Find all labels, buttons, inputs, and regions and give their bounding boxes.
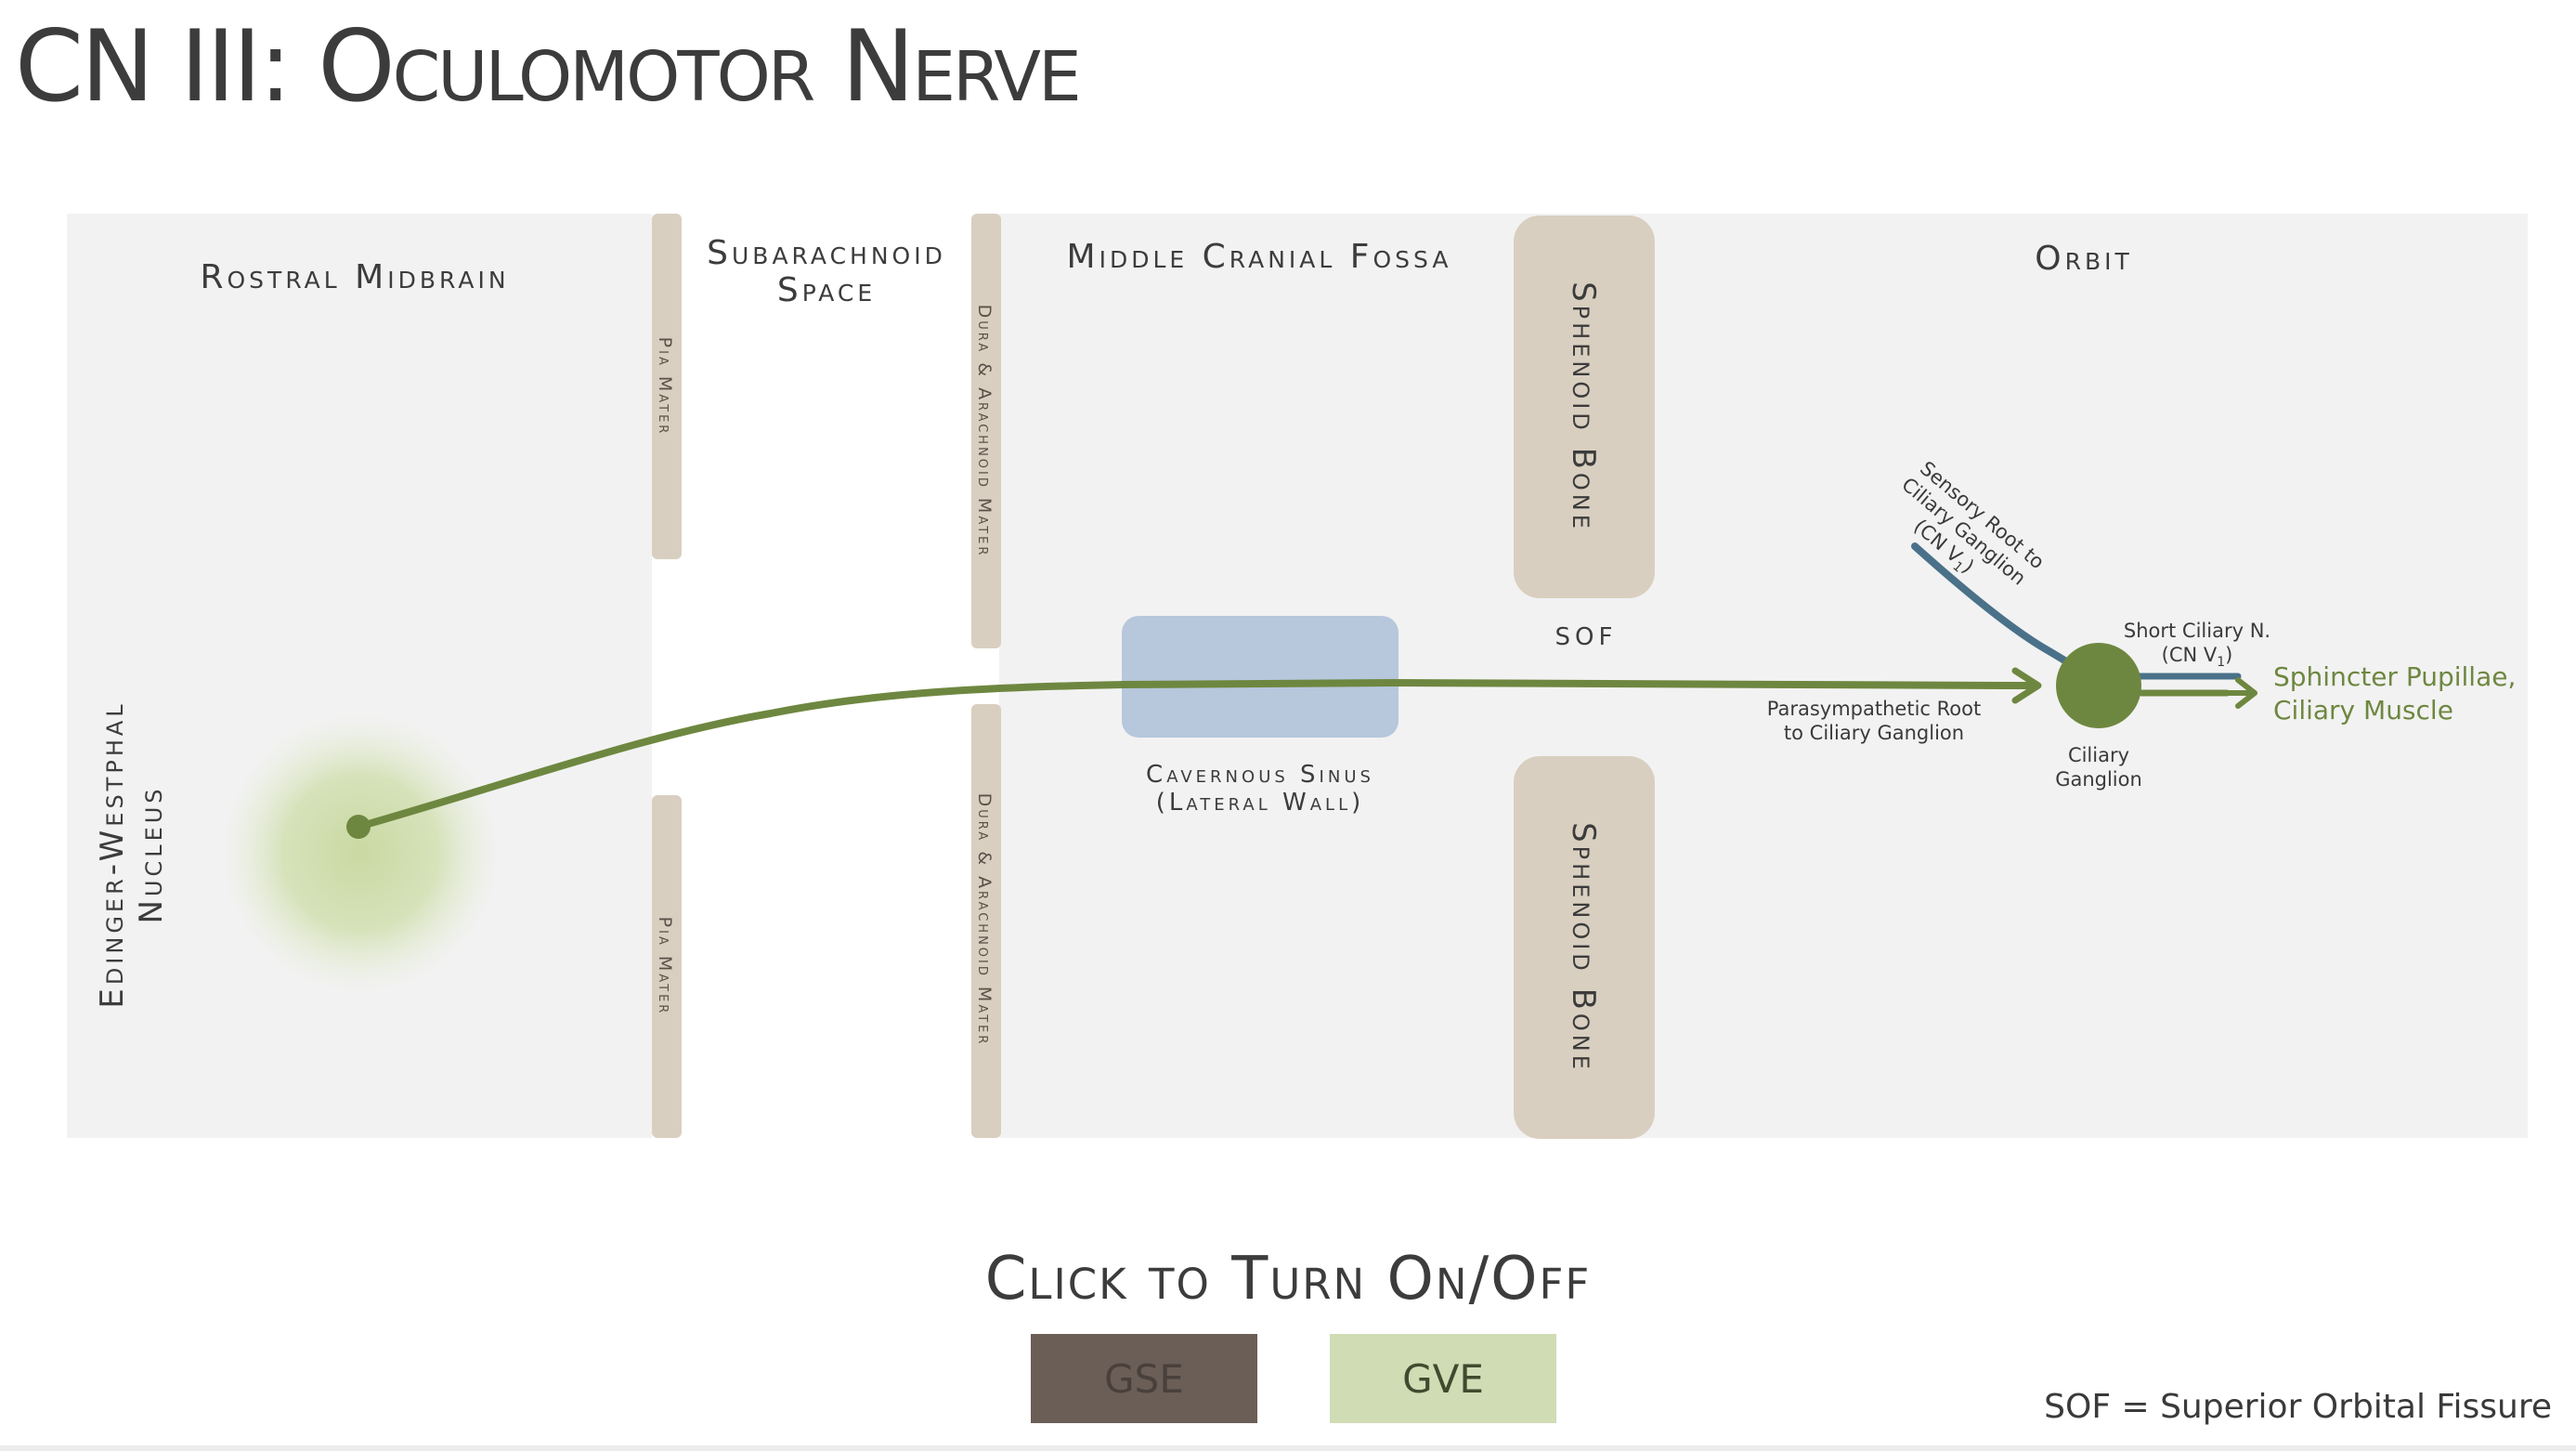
- cavernous-sinus-label-line2: (Lateral Wall): [1156, 789, 1365, 817]
- gve-preganglionic-fiber[interactable]: [355, 678, 2019, 830]
- heading-middle-cranial-fossa: Middle Cranial Fossa: [1067, 238, 1452, 276]
- parasympathetic-root-label-line1: Parasympathetic Root: [1767, 698, 1981, 720]
- heading-subarachnoid-line1: Subarachnoid: [707, 234, 946, 272]
- target-label-line2: Ciliary Muscle: [2273, 695, 2453, 726]
- short-ciliary-label-line2: (CN V1): [2162, 644, 2233, 670]
- sphenoid-bone-upper-label: Sphenoid Bone: [1565, 281, 1602, 532]
- sphenoid-bone-upper: [1514, 216, 1655, 598]
- heading-subarachnoid-line2: Space: [777, 271, 876, 309]
- short-ciliary-label-line1: Short Ciliary N.: [2124, 620, 2270, 642]
- cavernous-sinus: [1122, 616, 1399, 738]
- nucleus-origin-dot: [346, 815, 371, 839]
- pia-mater-lower: [652, 795, 682, 1138]
- pia-mater-lower-label: Pia Mater: [655, 917, 675, 1016]
- gve-synapse-fork: [2011, 667, 2042, 704]
- dura-arachnoid-upper-label: Dura & Arachnoid Mater: [974, 305, 995, 558]
- heading-rostral-midbrain: Rostral Midbrain: [200, 258, 509, 296]
- heading-orbit: Orbit: [2035, 240, 2133, 278]
- ciliary-ganglion-label-line2: Ganglion: [2055, 768, 2142, 791]
- parasympathetic-root-label-line2: to Ciliary Ganglion: [1784, 722, 1964, 744]
- sof-footnote: SOF = Superior Orbital Fissure: [2044, 1388, 2552, 1426]
- dura-arachnoid-lower-label: Dura & Arachnoid Mater: [974, 793, 995, 1047]
- gse-toggle-button[interactable]: GSE: [1031, 1334, 1257, 1423]
- sphenoid-bone-lower-label: Sphenoid Bone: [1565, 822, 1602, 1073]
- ciliary-ganglion[interactable]: [2056, 643, 2141, 728]
- rostral-midbrain-region: [67, 214, 652, 1138]
- pia-mater-upper: [652, 214, 682, 559]
- dura-arachnoid-upper: [971, 214, 1001, 648]
- pia-mater-upper-label: Pia Mater: [655, 337, 675, 437]
- edinger-westphal-nucleus-glow: [221, 713, 500, 992]
- nerve-pathway-diagram: Rostral Midbrain Subarachnoid Space Midd…: [67, 214, 2528, 1139]
- ciliary-ganglion-label-line1: Ciliary: [2068, 744, 2129, 766]
- footer-divider: [0, 1445, 2576, 1451]
- sphenoid-bone-lower: [1514, 756, 1655, 1139]
- nucleus-label-line1: Edinger-Westphal: [94, 700, 131, 1008]
- gve-effector-fork: [2224, 677, 2257, 709]
- page-title: CN III: Oculomotor Nerve: [15, 9, 1082, 124]
- toggle-instructions: Click to Turn On/Off: [984, 1245, 1592, 1314]
- cavernous-sinus-label-line1: Cavernous Sinus: [1146, 761, 1374, 789]
- gve-toggle-button[interactable]: GVE: [1330, 1334, 1556, 1423]
- sof-label: SOF: [1555, 623, 1618, 651]
- nucleus-label-line2: Nucleus: [133, 785, 170, 923]
- target-label-line1: Sphincter Pupillae,: [2273, 661, 2516, 692]
- dura-arachnoid-lower: [971, 704, 1001, 1138]
